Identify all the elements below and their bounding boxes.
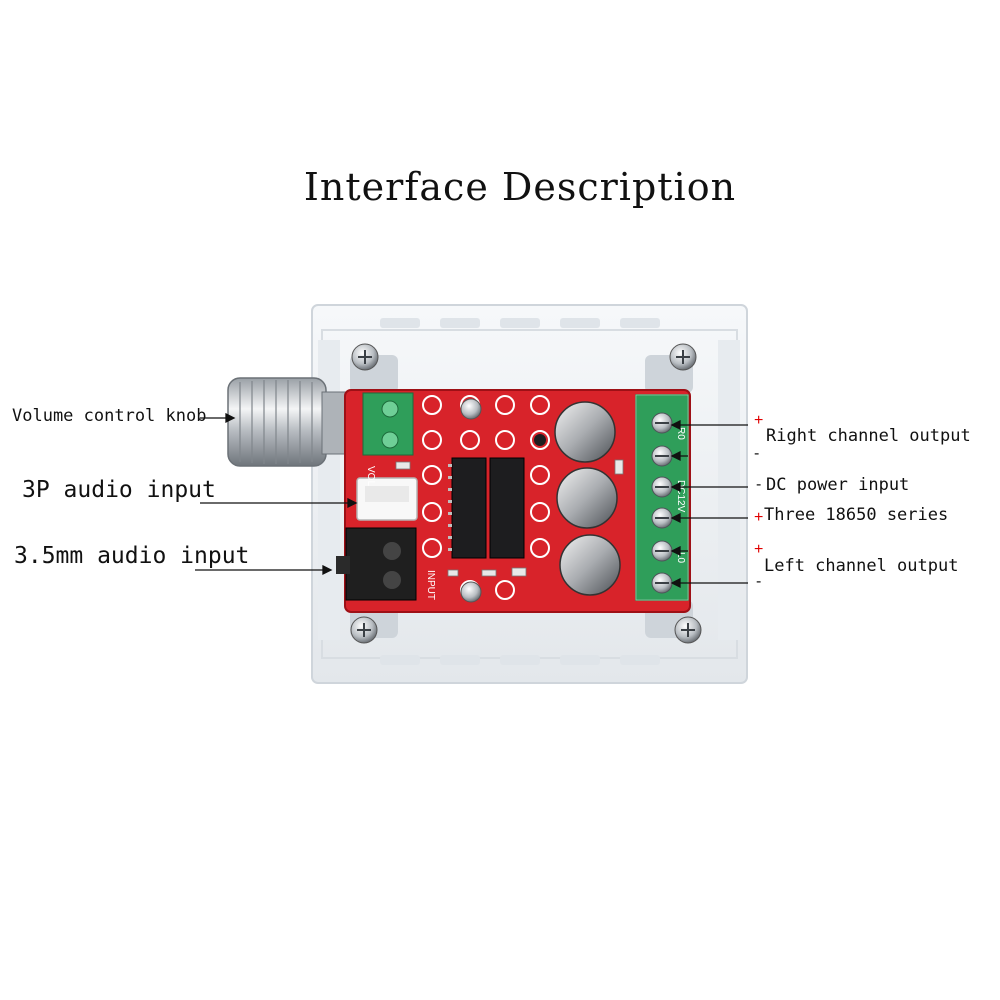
label-3p-audio-input: 3P audio input [22,477,216,503]
connector-3p [356,477,418,521]
arrow-head [322,564,333,576]
arrow-head [670,419,681,431]
pointer-lines [195,412,748,589]
smd-components [395,459,624,577]
case-screws [350,343,702,644]
arrow-head [670,512,681,524]
board-text-dc: DC12V [675,480,686,513]
label-3-5mm-audio-input: 3.5mm audio input [14,543,250,569]
board-text-l-out: L0 [675,552,686,564]
arrow-head [347,497,358,509]
label-three-18650-series: Three 18650 series [764,505,949,525]
arrow-head [670,577,681,589]
amplifier-ic [448,457,525,559]
potentiometer [362,392,414,456]
board-text-input: INPUT [425,570,436,600]
screw-terminal-block [635,394,689,601]
board-text-r-out: R0 [675,427,686,440]
label-dc-power-input: DC power input [766,475,910,495]
board-text-vol: VOL [365,466,376,486]
arrow-head [670,450,681,462]
label-right-channel-output: Right channel output [766,426,971,446]
polarity-minus-dc: - [756,476,762,493]
polarity-minus-left: - [756,573,762,590]
polarity-minus-right: - [754,445,760,462]
arrow-head [670,545,681,557]
label-left-channel-output: Left channel output [764,556,959,576]
pcb-screws [460,398,482,603]
arrow-head [670,481,681,493]
polarity-plus-right: + [754,412,764,429]
polarity-plus-left: + [754,541,764,558]
label-volume-control-knob: Volume control knob [12,406,207,426]
page-title: Interface Description [303,165,737,209]
arrow-head [225,412,236,424]
polarity-plus-dc: + [754,509,764,526]
capacitors [534,401,621,596]
audio-jack-3-5mm [336,527,417,601]
